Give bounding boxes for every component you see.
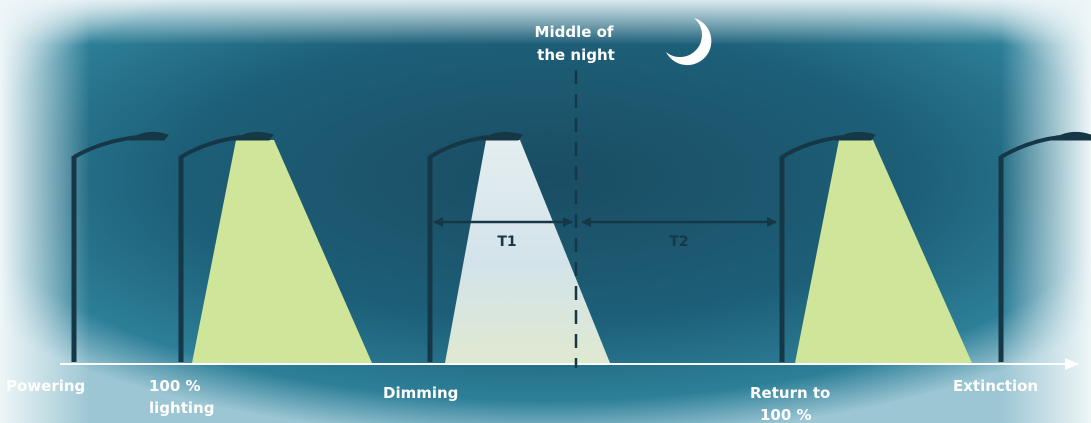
street-lamp-powering <box>71 131 169 362</box>
t2-label: T2 <box>669 234 688 250</box>
stage-label-return-2: 100 % <box>760 406 812 423</box>
right-haze <box>1001 0 1091 423</box>
beam-dimmed <box>445 140 610 363</box>
midnight-label-line2: the night <box>537 46 615 64</box>
street-lamp-full-lighting <box>178 131 274 362</box>
beam-return-full <box>795 140 972 363</box>
stage-label-full-lighting-2: lighting <box>149 399 214 417</box>
street-lamp-extinction <box>998 131 1091 362</box>
street-lamp-return <box>779 131 876 362</box>
street-lamp-dimming <box>427 131 523 362</box>
stage-label-full-lighting-1: 100 % <box>149 377 201 395</box>
t1-label: T1 <box>497 234 516 250</box>
beam-full-lighting <box>192 140 372 363</box>
stage-label-dimming: Dimming <box>383 384 458 402</box>
stage-label-powering: Powering <box>6 377 85 395</box>
stage-label-extinction: Extinction <box>953 377 1038 395</box>
crescent-moon-icon <box>666 18 712 66</box>
midnight-label-line1: Middle of <box>535 23 614 41</box>
stage-label-return-1: Return to <box>750 384 830 402</box>
top-haze <box>0 0 1091 45</box>
